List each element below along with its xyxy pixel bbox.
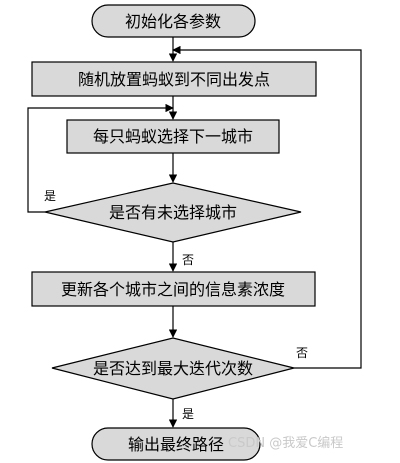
decision-max-iter: 是否达到最大迭代次数 bbox=[51, 337, 295, 400]
node-select-city-label: 每只蚂蚁选择下一城市 bbox=[93, 127, 253, 146]
edge-label-max-iter-yes: 是 bbox=[182, 407, 194, 421]
decision-unselected: 是否有未选择城市 bbox=[44, 182, 302, 243]
node-start-label: 初始化各参数 bbox=[125, 12, 221, 31]
node-start: 初始化各参数 bbox=[91, 4, 256, 38]
node-select-city: 每只蚂蚁选择下一城市 bbox=[66, 119, 280, 154]
node-update-pheromone: 更新各个城市之间的信息素浓度 bbox=[31, 271, 316, 307]
edge-label-unselected-yes: 是 bbox=[44, 189, 56, 203]
node-place-ants: 随机放置蚂蚁到不同出发点 bbox=[31, 61, 317, 97]
edge-label-unselected-no: 否 bbox=[182, 253, 194, 267]
node-end: 输出最终路径 bbox=[91, 427, 261, 461]
node-update-pheromone-label: 更新各个城市之间的信息素浓度 bbox=[61, 280, 285, 299]
decision-max-iter-label: 是否达到最大迭代次数 bbox=[93, 359, 253, 378]
watermark: CSDN @我爱C编程 bbox=[228, 436, 343, 451]
edge-unselected-yes-loop bbox=[27, 103, 174, 213]
edge-max-iter-no-loop bbox=[172, 45, 362, 369]
decision-unselected-label: 是否有未选择城市 bbox=[109, 203, 237, 222]
node-end-label: 输出最终路径 bbox=[128, 435, 224, 454]
node-place-ants-label: 随机放置蚂蚁到不同出发点 bbox=[78, 70, 270, 89]
edge-label-max-iter-no: 否 bbox=[296, 346, 308, 360]
